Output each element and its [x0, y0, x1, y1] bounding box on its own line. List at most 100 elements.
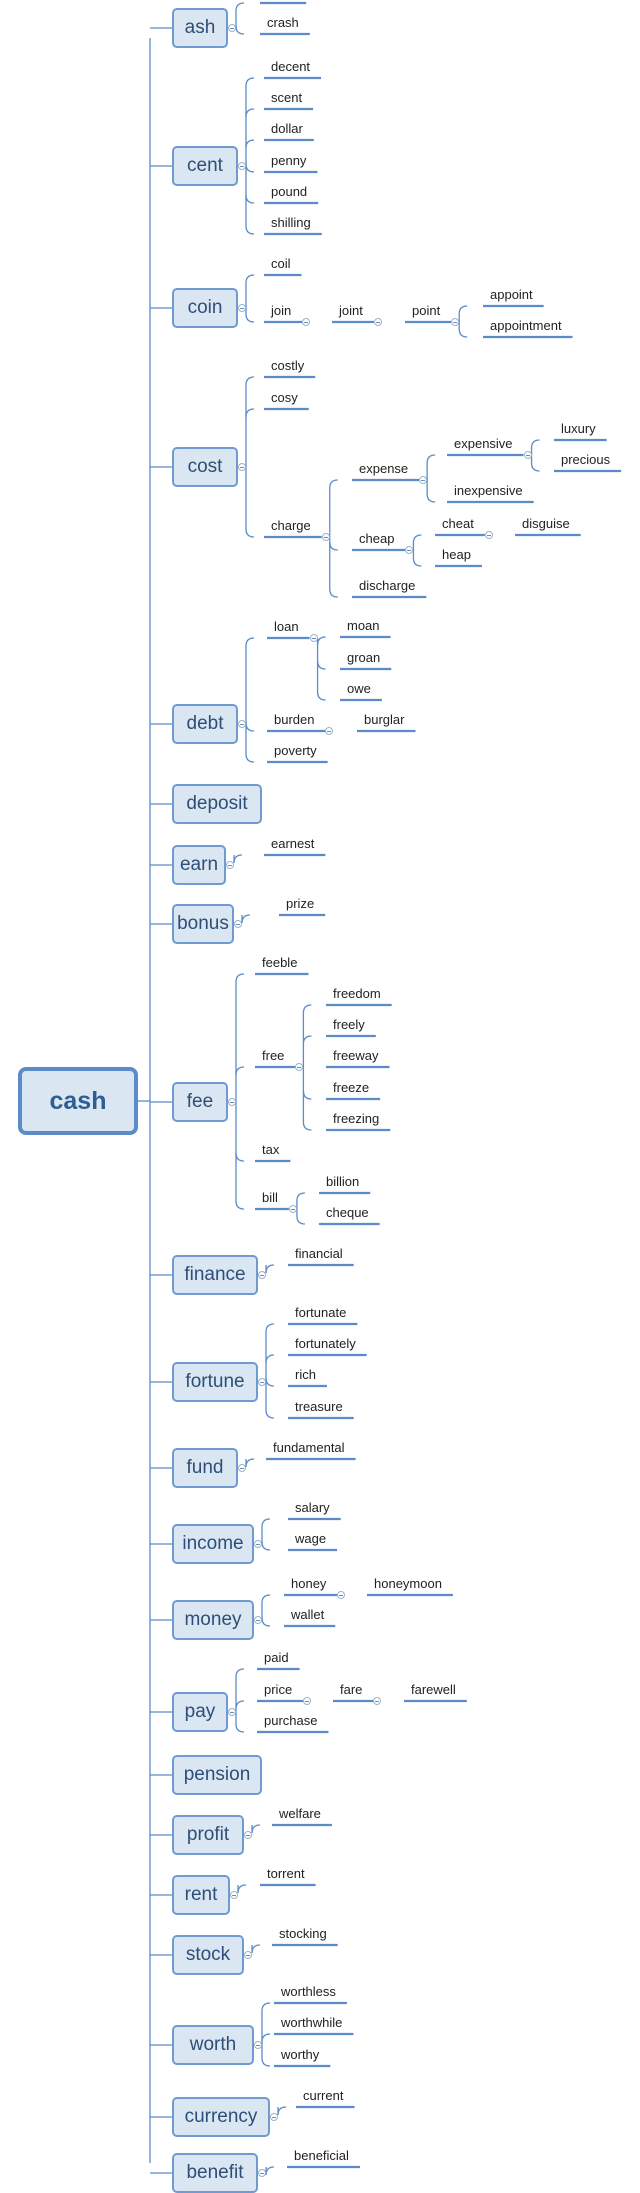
node-expense[interactable]: expense — [359, 461, 409, 476]
node-charge[interactable]: charge — [271, 518, 311, 533]
node-honey[interactable]: honey — [291, 1576, 327, 1591]
node-coil[interactable]: coil — [271, 256, 291, 271]
topic-stock[interactable]: stock — [172, 1935, 244, 1975]
node-fortunate[interactable]: fortunate — [295, 1305, 347, 1320]
node-groan[interactable]: groan — [347, 650, 381, 665]
node-cheat[interactable]: cheat — [442, 516, 474, 531]
node-welfare[interactable]: welfare — [279, 1806, 321, 1821]
node-moan[interactable]: moan — [347, 618, 380, 633]
node-cosy[interactable]: cosy — [271, 390, 298, 405]
node-owe[interactable]: owe — [347, 681, 371, 696]
topic-currency[interactable]: currency — [172, 2097, 270, 2137]
topic-ash[interactable]: ash — [172, 8, 228, 48]
node-luxury[interactable]: luxury — [561, 421, 596, 436]
node-beneficial[interactable]: beneficial — [294, 2148, 349, 2163]
node-billion[interactable]: billion — [326, 1174, 360, 1189]
node-fare[interactable]: fare — [340, 1682, 363, 1697]
collapse-toggle-icon[interactable] — [325, 727, 334, 735]
node-point[interactable]: point — [412, 303, 441, 318]
collapse-toggle-icon[interactable] — [309, 634, 318, 642]
collapse-toggle-icon[interactable] — [228, 1098, 236, 1106]
collapse-toggle-icon[interactable] — [523, 451, 532, 459]
root-node-cash[interactable]: cash — [18, 1067, 138, 1135]
node-purchase[interactable]: purchase — [264, 1713, 318, 1728]
collapse-toggle-icon[interactable] — [451, 318, 460, 326]
topic-income[interactable]: income — [172, 1524, 254, 1564]
collapse-toggle-icon[interactable] — [244, 1831, 252, 1839]
node-freeway[interactable]: freeway — [333, 1048, 379, 1063]
node-appointment[interactable]: appointment — [490, 318, 562, 333]
node-financial[interactable]: financial — [295, 1246, 343, 1261]
collapse-toggle-icon[interactable] — [238, 162, 246, 170]
node-rich[interactable]: rich — [295, 1367, 316, 1382]
node-costly[interactable]: costly — [271, 358, 305, 373]
collapse-toggle-icon[interactable] — [244, 1951, 252, 1959]
node-shilling[interactable]: shilling — [271, 215, 311, 230]
node-honeymoon[interactable]: honeymoon — [374, 1576, 442, 1591]
node-crash[interactable]: crash — [267, 15, 299, 30]
node-discharge[interactable]: discharge — [359, 578, 416, 593]
topic-bonus[interactable]: bonus — [172, 904, 234, 944]
topic-fortune[interactable]: fortune — [172, 1362, 258, 1402]
collapse-toggle-icon[interactable] — [238, 720, 246, 728]
node-freezing[interactable]: freezing — [333, 1111, 380, 1126]
node-feeble[interactable]: feeble — [262, 955, 298, 970]
node-freeze[interactable]: freeze — [333, 1080, 370, 1095]
topic-earn[interactable]: earn — [172, 845, 226, 885]
collapse-toggle-icon[interactable] — [228, 24, 236, 32]
node-scent[interactable]: scent — [271, 90, 303, 105]
node-fortunately[interactable]: fortunately — [295, 1336, 356, 1351]
topic-pension[interactable]: pension — [172, 1755, 262, 1795]
collapse-toggle-icon[interactable] — [254, 2041, 262, 2049]
node-freely[interactable]: freely — [333, 1017, 365, 1032]
collapse-toggle-icon[interactable] — [373, 318, 382, 326]
node-pound[interactable]: pound — [271, 184, 308, 199]
topic-fee[interactable]: fee — [172, 1082, 228, 1122]
collapse-toggle-icon[interactable] — [419, 476, 428, 484]
collapse-toggle-icon[interactable] — [288, 1205, 297, 1213]
node-worthless[interactable]: worthless — [281, 1984, 336, 1999]
collapse-toggle-icon[interactable] — [238, 463, 246, 471]
topic-pay[interactable]: pay — [172, 1692, 228, 1732]
node-stocking[interactable]: stocking — [279, 1926, 327, 1941]
node-bill[interactable]: bill — [262, 1190, 278, 1205]
node-paid[interactable]: paid — [264, 1650, 289, 1665]
node-cheque[interactable]: cheque — [326, 1205, 369, 1220]
node-inexpensive[interactable]: inexpensive — [454, 483, 523, 498]
collapse-toggle-icon[interactable] — [337, 1591, 346, 1599]
node-free[interactable]: free — [262, 1048, 285, 1063]
node-dollar[interactable]: dollar — [271, 121, 303, 136]
collapse-toggle-icon[interactable] — [405, 546, 414, 554]
node-torrent[interactable]: torrent — [267, 1866, 305, 1881]
collapse-toggle-icon[interactable] — [484, 531, 493, 539]
topic-deposit[interactable]: deposit — [172, 784, 262, 824]
topic-fund[interactable]: fund — [172, 1448, 238, 1488]
node-joint[interactable]: joint — [339, 303, 363, 318]
node-precious[interactable]: precious — [561, 452, 611, 467]
collapse-toggle-icon[interactable] — [270, 2113, 278, 2121]
topic-money[interactable]: money — [172, 1600, 254, 1640]
node-heap[interactable]: heap — [442, 547, 471, 562]
collapse-toggle-icon[interactable] — [226, 861, 234, 869]
topic-worth[interactable]: worth — [172, 2025, 254, 2065]
node-wallet[interactable]: wallet — [291, 1607, 325, 1622]
node-worthwhile[interactable]: worthwhile — [281, 2015, 343, 2030]
collapse-toggle-icon[interactable] — [228, 1708, 236, 1716]
node-loan[interactable]: loan — [274, 619, 299, 634]
collapse-toggle-icon[interactable] — [321, 533, 330, 541]
node-appoint[interactable]: appoint — [490, 287, 533, 302]
node-disguise[interactable]: disguise — [522, 516, 570, 531]
node-fundamental[interactable]: fundamental — [273, 1440, 345, 1455]
collapse-toggle-icon[interactable] — [254, 1616, 262, 1624]
collapse-toggle-icon[interactable] — [295, 1063, 304, 1071]
node-penny[interactable]: penny — [271, 153, 307, 168]
collapse-toggle-icon[interactable] — [258, 1378, 266, 1386]
node-salary[interactable]: salary — [295, 1500, 330, 1515]
node-burden[interactable]: burden — [274, 712, 315, 727]
node-earnest[interactable]: earnest — [271, 836, 315, 851]
node-freedom[interactable]: freedom — [333, 986, 381, 1001]
topic-coin[interactable]: coin — [172, 288, 238, 328]
node-current[interactable]: current — [303, 2088, 344, 2103]
topic-finance[interactable]: finance — [172, 1255, 258, 1295]
collapse-toggle-icon[interactable] — [373, 1697, 382, 1705]
